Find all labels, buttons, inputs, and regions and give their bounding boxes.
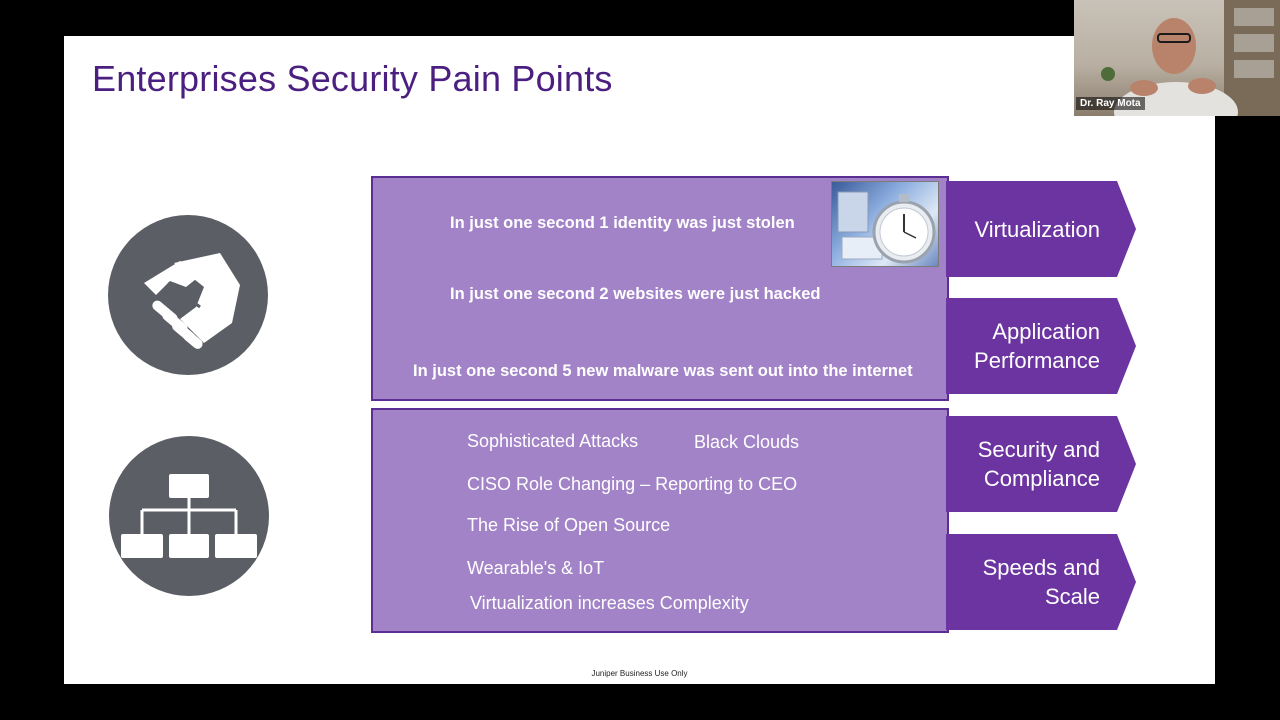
trends-box bbox=[371, 408, 949, 633]
stopwatch-image bbox=[831, 181, 939, 267]
trend-virtualization-complexity: Virtualization increases Complexity bbox=[470, 593, 749, 613]
slide-title: Enterprises Security Pain Points bbox=[92, 58, 613, 99]
chevron-application-performance: Application Performance bbox=[946, 298, 1136, 394]
slide-footer: Juniper Business Use Only bbox=[591, 669, 688, 678]
chevron-virtualization: Virtualization bbox=[946, 181, 1136, 277]
presentation-slide: Enterprises Security Pain Points bbox=[64, 36, 1215, 684]
trend-open-source: The Rise of Open Source bbox=[467, 515, 671, 535]
trend-sophisticated-attacks: Sophisticated Attacks bbox=[467, 431, 639, 451]
presenter-video-image bbox=[1101, 0, 1280, 116]
stat-line-identity: In just one second 1 identity was just s… bbox=[450, 214, 795, 232]
handshake-icon bbox=[108, 215, 268, 375]
participant-name-label: Dr. Ray Mota bbox=[1076, 97, 1145, 110]
chevron-label: Virtualization bbox=[974, 216, 1100, 242]
stat-line-malware: In just one second 5 new malware was sen… bbox=[413, 362, 913, 380]
chevron-security-compliance: Security and Compliance bbox=[946, 416, 1136, 512]
webcam-video-tile[interactable]: Dr. Ray Mota bbox=[1074, 0, 1280, 116]
chevron-label: Security and Compliance bbox=[977, 437, 1100, 491]
chevron-label: Application Performance bbox=[974, 319, 1100, 373]
stat-line-websites: In just one second 2 websites were just … bbox=[450, 285, 821, 303]
trend-wearables-iot: Wearable's & IoT bbox=[467, 558, 605, 578]
trend-ciso-role: CISO Role Changing – Reporting to CEO bbox=[467, 474, 798, 494]
chevron-label: Speeds and Scale bbox=[982, 555, 1100, 609]
org-chart-icon bbox=[109, 436, 269, 596]
chevron-speeds-scale: Speeds and Scale bbox=[946, 534, 1136, 630]
trend-black-clouds: Black Clouds bbox=[694, 432, 800, 452]
